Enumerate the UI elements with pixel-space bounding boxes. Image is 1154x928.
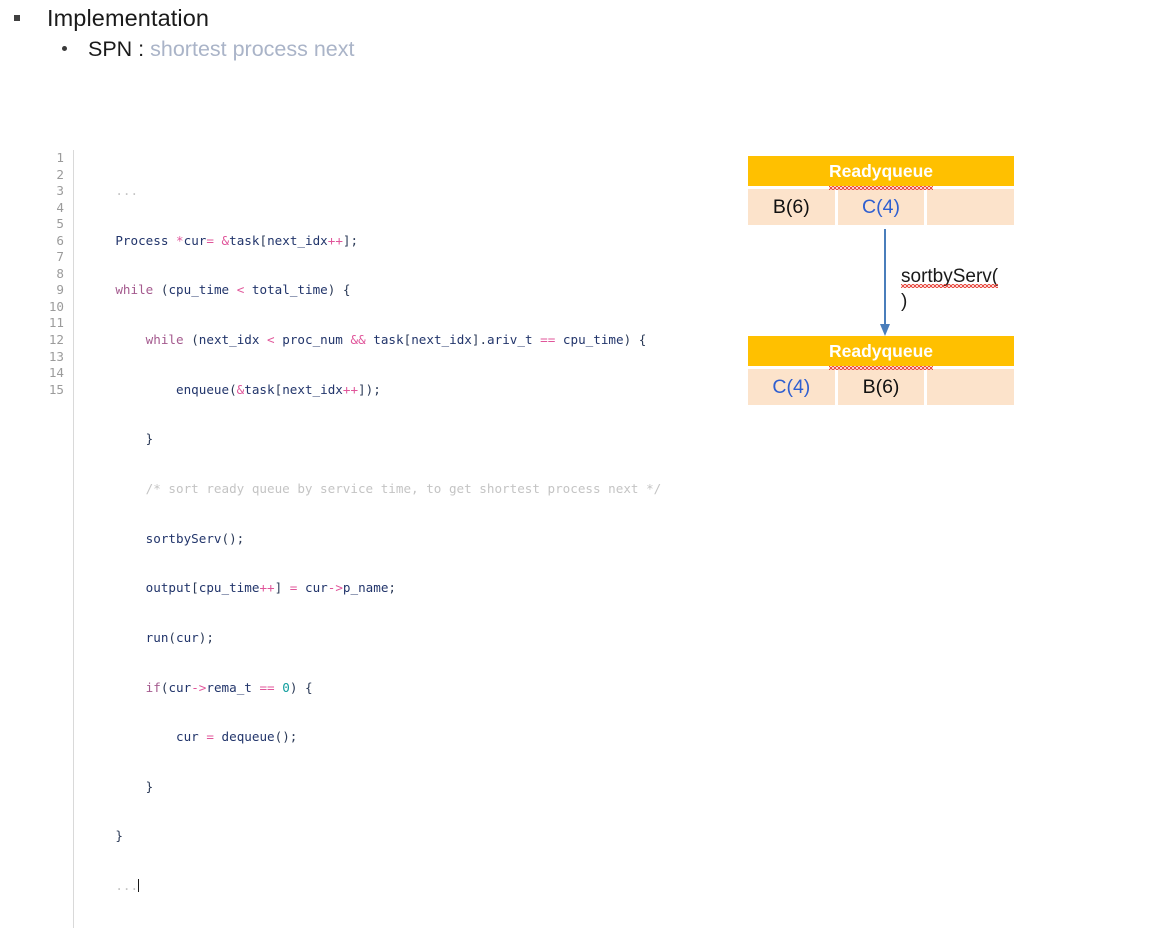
bullet-level2-muted: shortest process next — [150, 37, 355, 61]
code-line: while (next_idx < proc_num && task[next_… — [145, 332, 647, 348]
queue-cell-2[interactable] — [927, 369, 1015, 405]
queue-cell-1[interactable]: C(4) — [837, 189, 928, 225]
bullet-level2-prefix: SPN : — [88, 37, 151, 61]
bullet-item-level1: Implementation — [14, 5, 209, 31]
readyqueue-before-header: Readyqueue — [748, 156, 1014, 190]
line-number: 5 — [56, 216, 64, 232]
arrow-label-line2: ) — [901, 291, 908, 312]
readyqueue-before-row: B(6) C(4) — [748, 189, 1015, 225]
readyqueue-after: Readyqueue C(4) B(6) — [748, 336, 1015, 405]
code-line: run(cur); — [145, 629, 214, 645]
spellcheck-underline-icon — [901, 284, 999, 288]
code-line: } — [145, 431, 154, 447]
readyqueue-after-row: C(4) B(6) — [748, 369, 1015, 405]
code-line: cur = dequeue(); — [176, 729, 298, 745]
code-line: Process *cur= &task[next_idx++]; — [115, 232, 359, 248]
readyqueue-before: Readyqueue B(6) C(4) — [748, 156, 1015, 225]
spellcheck-underline-icon — [828, 366, 934, 370]
code-line: ... — [115, 878, 140, 894]
readyqueue-after-title: Readyqueue — [828, 341, 934, 361]
queue-cell-0[interactable]: C(4) — [748, 369, 838, 405]
code-line: while (cpu_time < total_time) { — [115, 282, 351, 298]
line-number: 8 — [56, 265, 64, 281]
line-number: 9 — [56, 282, 64, 298]
round-bullet-icon — [62, 46, 67, 51]
code-block: 1 2 3 4 5 6 7 8 9 10 11 12 13 14 15 ... … — [40, 150, 661, 928]
readyqueue-before-title: Readyqueue — [828, 161, 934, 181]
line-number: 10 — [48, 298, 64, 314]
arrow-label: sortbyServ( ) — [901, 264, 1031, 314]
bullet-level2-label: SPN : shortest process next — [88, 37, 355, 61]
readyqueue-before-title-text: Readyqueue — [828, 156, 934, 190]
code-source-text[interactable]: ... Process *cur= &task[next_idx++]; whi… — [74, 150, 661, 928]
down-arrow-icon — [879, 229, 891, 339]
line-number: 2 — [56, 166, 64, 182]
line-number: 14 — [48, 365, 64, 381]
arrow-shaft — [884, 229, 886, 327]
code-line: ... — [85, 183, 139, 199]
queue-cell-2[interactable] — [927, 189, 1015, 225]
readyqueue-after-header: Readyqueue — [748, 336, 1014, 370]
line-number: 6 — [56, 232, 64, 248]
readyqueue-after-title-text: Readyqueue — [828, 336, 934, 370]
code-line: enqueue(&task[next_idx++]); — [176, 381, 381, 397]
line-number: 4 — [56, 199, 64, 215]
text-cursor — [138, 879, 140, 893]
bullet-item-level2: SPN : shortest process next — [62, 37, 355, 61]
code-line: output[cpu_time++] = cur->p_name; — [145, 580, 396, 596]
line-number: 12 — [48, 332, 64, 348]
queue-cell-0[interactable]: B(6) — [748, 189, 838, 225]
bullet-level1-label: Implementation — [47, 5, 210, 31]
code-line: sortbyServ(); — [145, 530, 245, 546]
code-line: /* sort ready queue by service time, to … — [145, 480, 662, 496]
line-number: 7 — [56, 249, 64, 265]
line-number: 3 — [56, 183, 64, 199]
queue-cell-1[interactable]: B(6) — [837, 369, 928, 405]
code-line-number-gutter: 1 2 3 4 5 6 7 8 9 10 11 12 13 14 15 — [40, 150, 74, 928]
arrow-head — [879, 324, 890, 336]
arrow-label-line1: sortbyServ( — [901, 266, 999, 287]
square-bullet-icon — [14, 15, 20, 21]
spellcheck-underline-icon — [828, 186, 934, 190]
line-number: 1 — [56, 150, 64, 165]
line-number: 11 — [48, 315, 64, 331]
code-line: } — [145, 778, 154, 794]
line-number: 15 — [48, 381, 64, 397]
code-line: if(cur->rema_t == 0) { — [145, 679, 313, 695]
line-number: 13 — [48, 348, 64, 364]
arrow-label-line1-wrap: sortbyServ( — [901, 264, 999, 289]
code-line: } — [115, 828, 123, 844]
